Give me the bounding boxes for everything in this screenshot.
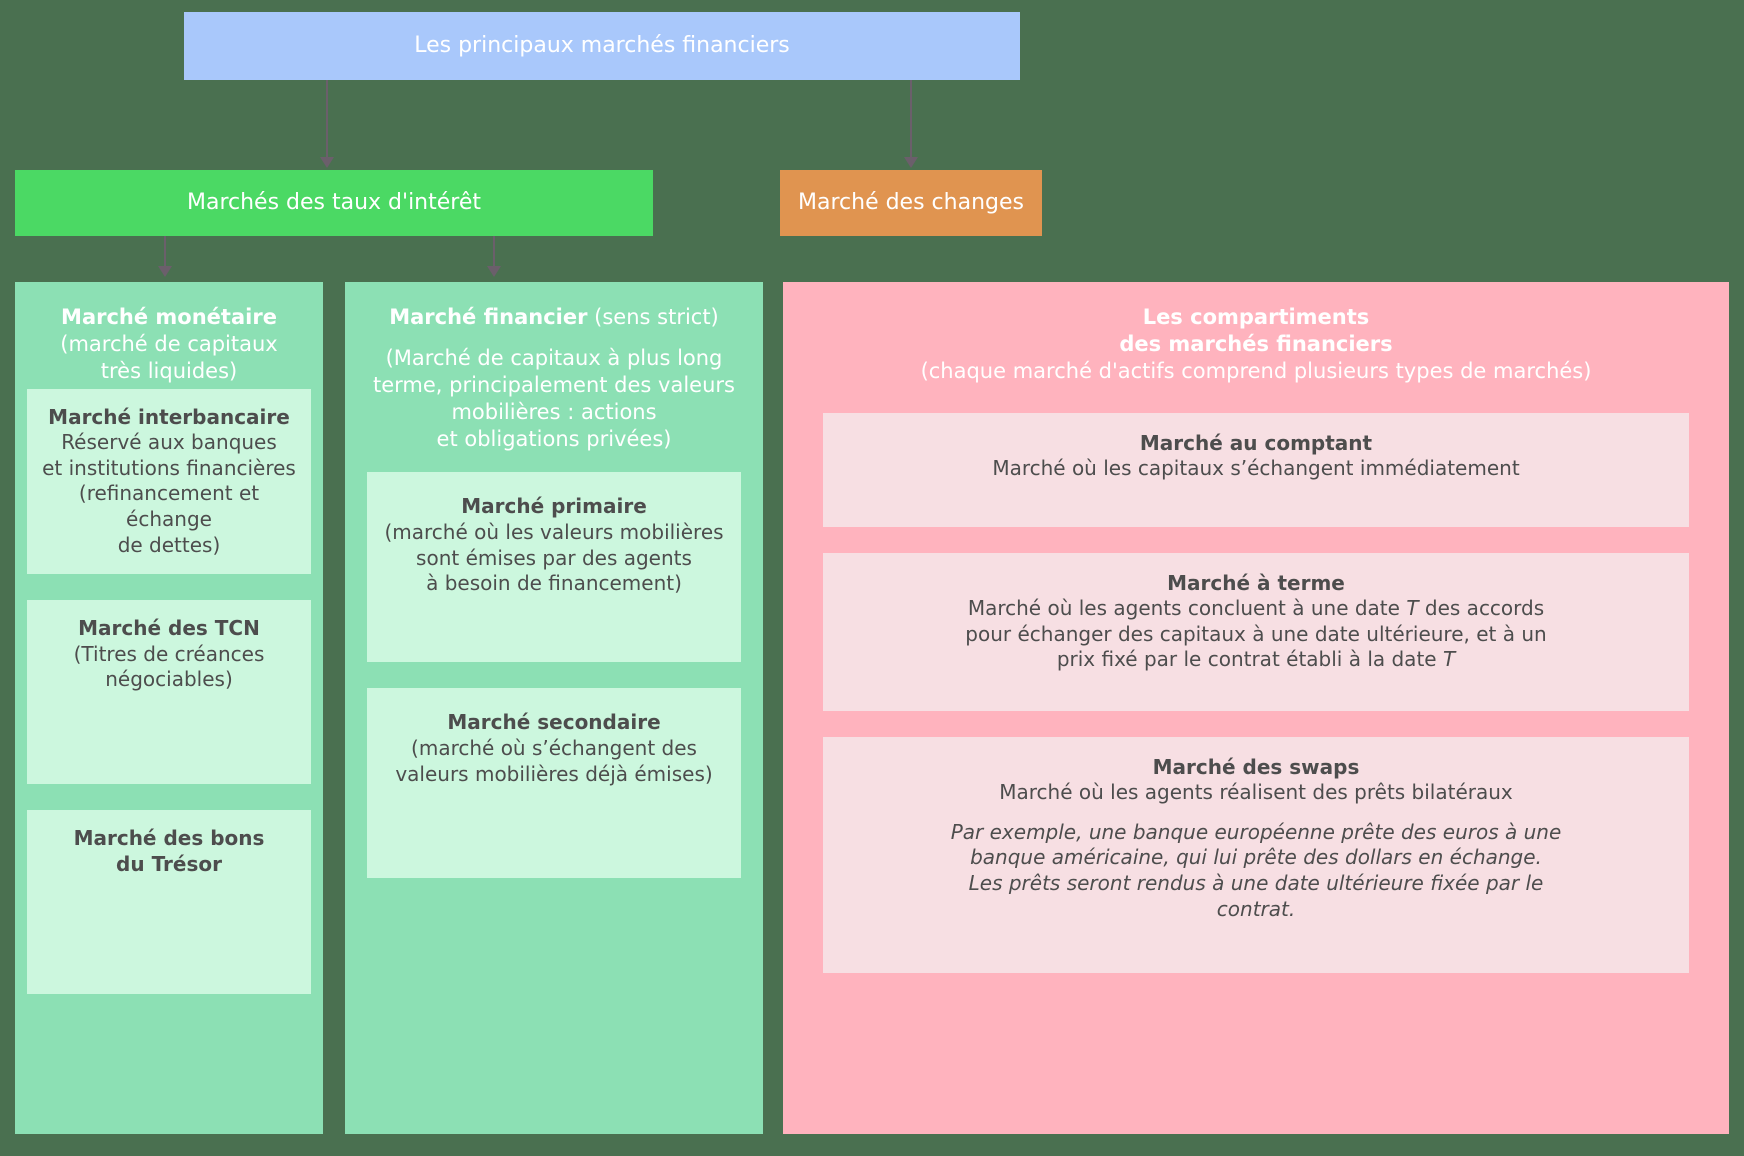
card-comptant-body: Marché où les capitaux s’échangent imméd… bbox=[992, 456, 1520, 481]
card-marche-primaire: Marché primaire (marché où les valeurs m… bbox=[367, 472, 741, 663]
spacer bbox=[27, 784, 311, 810]
card-swaps-body: Marché où les agents réalisent des prêts… bbox=[999, 780, 1513, 805]
spacer bbox=[367, 662, 741, 688]
column-monetaire-subtitle: (marché de capitaux très liquides) bbox=[60, 331, 278, 383]
column-marche-monetaire: Marché monétaire (marché de capitaux trè… bbox=[15, 282, 323, 1134]
card-primaire-title: Marché primaire bbox=[461, 494, 647, 519]
column-compartiments-subtitle: (chaque marché d'actifs comprend plusieu… bbox=[920, 358, 1592, 383]
card-terme-var-T-1: T bbox=[1406, 596, 1419, 621]
connector-rates-to-financier bbox=[493, 236, 495, 268]
connector-rates-to-monetaire bbox=[164, 236, 166, 268]
card-secondaire-title: Marché secondaire bbox=[447, 710, 661, 735]
card-marche-interbancaire: Marché interbancaire Réservé aux banques… bbox=[27, 388, 311, 575]
card-marche-des-bons-du-tresor: Marché des bons du Trésor bbox=[27, 810, 311, 995]
card-tcn-body: (Titres de créances négociables) bbox=[73, 641, 265, 692]
column-financier-title-line: Marché financier (sens strict) bbox=[389, 305, 719, 329]
card-marche-des-tcn: Marché des TCN (Titres de créances négoc… bbox=[27, 600, 311, 785]
card-marche-au-comptant: Marché au comptant Marché où les capitau… bbox=[823, 412, 1689, 527]
column-financier-cards: Marché primaire (marché où les valeurs m… bbox=[345, 472, 763, 879]
branch-fx-label: Marché des changes bbox=[798, 190, 1024, 216]
card-bons-title: Marché des bons du Trésor bbox=[73, 826, 265, 876]
arrowhead-financier bbox=[487, 266, 501, 277]
card-marche-des-swaps: Marché des swaps Marché où les agents ré… bbox=[823, 736, 1689, 973]
column-monetaire-header: Marché monétaire (marché de capitaux trè… bbox=[15, 282, 323, 389]
card-tcn-title: Marché des TCN bbox=[78, 616, 260, 641]
card-swaps-title: Marché des swaps bbox=[1152, 754, 1360, 779]
arrowhead-fx bbox=[904, 157, 918, 168]
column-financier-subtitle: (Marché de capitaux à plus long terme, p… bbox=[373, 345, 735, 451]
arrowhead-rates bbox=[320, 157, 334, 168]
connector-root-to-rates bbox=[326, 80, 328, 158]
column-compartiments-title: Les compartiments des marchés financiers bbox=[1119, 305, 1393, 356]
arrowhead-monetaire bbox=[158, 266, 172, 277]
column-marche-financier: Marché financier (sens strict) (Marché d… bbox=[345, 282, 763, 1134]
column-compartiments-header: Les compartiments des marchés financiers… bbox=[783, 282, 1729, 389]
card-primaire-body: (marché où les valeurs mobilières sont é… bbox=[384, 519, 724, 596]
column-monetaire-cards: Marché interbancaire Réservé aux banques… bbox=[15, 388, 323, 995]
card-interbancaire-body: Réservé aux banques et institutions fina… bbox=[42, 430, 296, 557]
column-financier-header: Marché financier (sens strict) (Marché d… bbox=[345, 282, 763, 456]
spacer bbox=[27, 574, 311, 600]
card-terme-body-part2: des accords pour échanger des capitaux à… bbox=[965, 596, 1547, 672]
root-node-principaux-marches-financiers: Les principaux marchés financiers bbox=[184, 12, 1020, 80]
card-marche-a-terme: Marché à terme Marché où les agents conc… bbox=[823, 552, 1689, 711]
root-node-label: Les principaux marchés financiers bbox=[414, 33, 790, 59]
connector-root-to-fx bbox=[910, 80, 912, 158]
card-swaps-example: Par exemple, une banque européenne prête… bbox=[950, 819, 1562, 921]
card-terme-var-T-2: T bbox=[1442, 647, 1456, 672]
card-terme-body-part1: Marché où les agents concluent à une dat… bbox=[967, 596, 1407, 621]
branch-node-marche-des-changes: Marché des changes bbox=[780, 170, 1042, 236]
branch-node-marches-taux-interet: Marchés des taux d'intérêt bbox=[15, 170, 653, 236]
spacer bbox=[823, 527, 1689, 553]
column-compartiments-marches-financiers: Les compartiments des marchés financiers… bbox=[783, 282, 1729, 1134]
card-marche-secondaire: Marché secondaire (marché où s’échangent… bbox=[367, 688, 741, 879]
card-terme-title: Marché à terme bbox=[1167, 570, 1345, 595]
card-secondaire-body: (marché où s’échangent des valeurs mobil… bbox=[395, 735, 713, 786]
branch-rates-label: Marchés des taux d'intérêt bbox=[186, 190, 482, 216]
column-financier-title-suffix: (sens strict) bbox=[587, 305, 719, 329]
spacer bbox=[359, 331, 749, 345]
column-monetaire-title: Marché monétaire bbox=[61, 305, 277, 329]
card-comptant-title: Marché au comptant bbox=[1139, 430, 1373, 455]
column-compartiments-cards: Marché au comptant Marché où les capitau… bbox=[783, 412, 1729, 973]
card-interbancaire-title: Marché interbancaire bbox=[48, 404, 290, 429]
column-financier-title: Marché financier bbox=[389, 305, 588, 329]
spacer bbox=[823, 711, 1689, 737]
spacer bbox=[833, 806, 1679, 820]
card-terme-body: Marché où les agents concluent à une dat… bbox=[833, 596, 1679, 673]
